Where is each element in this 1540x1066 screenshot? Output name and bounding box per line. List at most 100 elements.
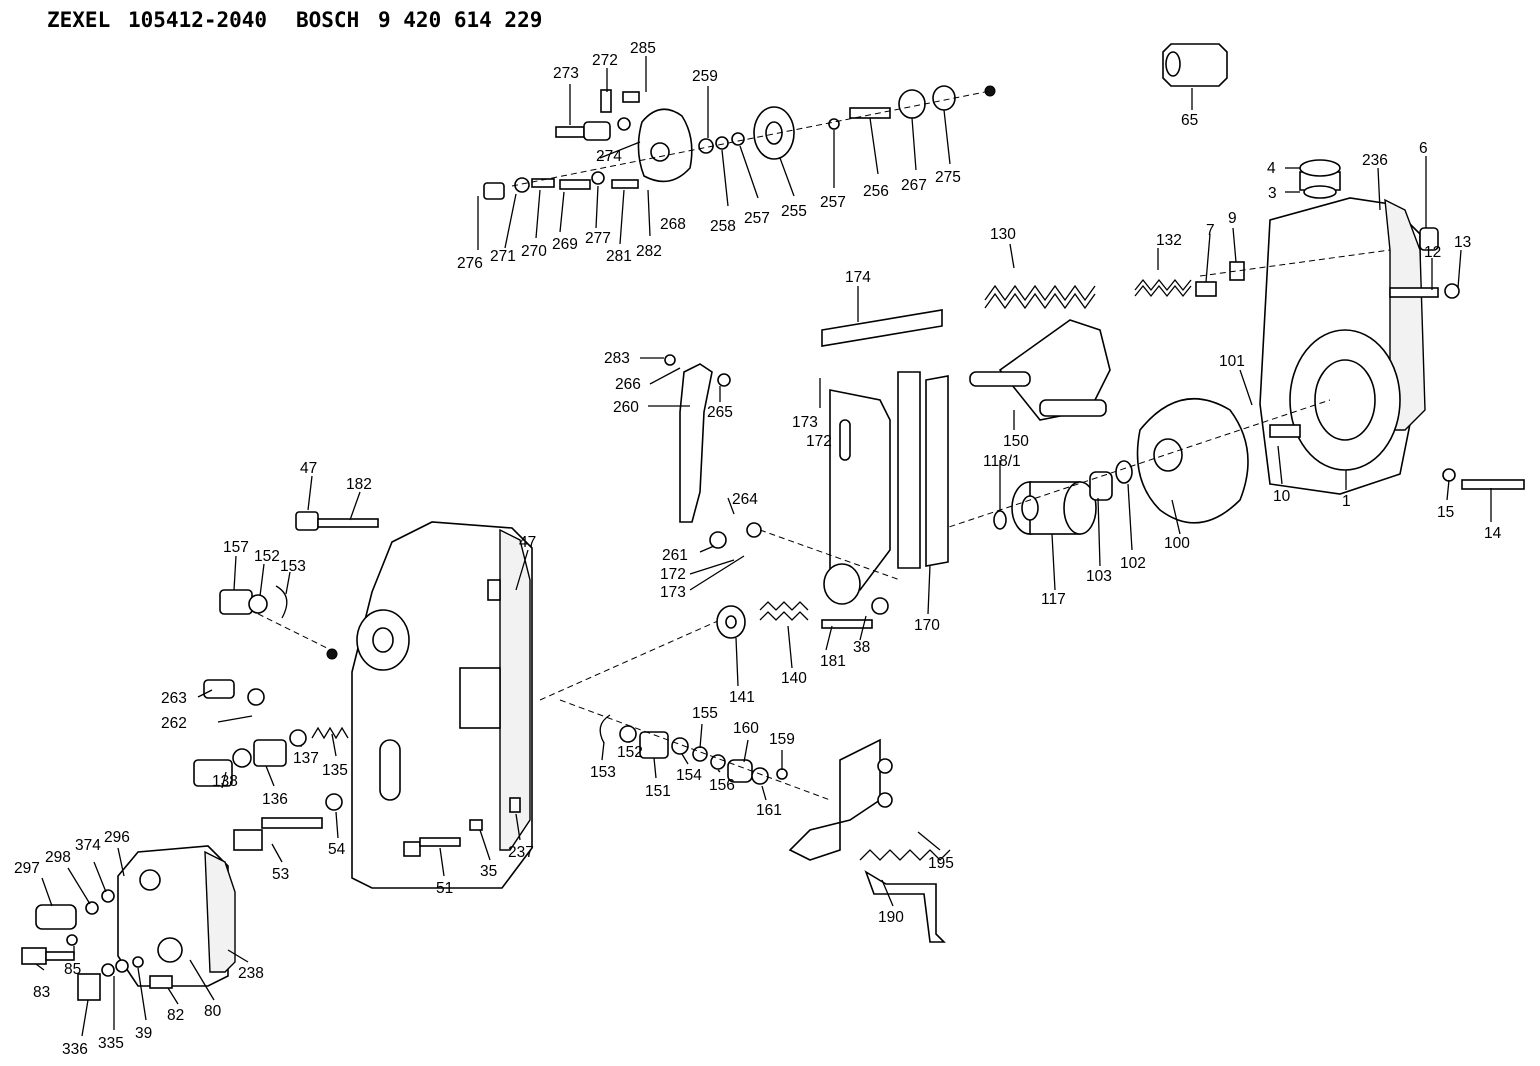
callout-156: 156 <box>709 777 735 794</box>
part-drawings <box>21 43 1525 1001</box>
header-brand-bosch: BOSCH <box>296 8 360 32</box>
callout-266: 266 <box>615 376 641 393</box>
callout-172-b: 172 <box>660 566 686 583</box>
callout-261: 261 <box>662 547 688 564</box>
callout-159: 159 <box>769 731 795 748</box>
callout-258: 258 <box>710 218 736 235</box>
callout-102: 102 <box>1120 555 1146 572</box>
left-fittings <box>193 511 521 857</box>
header-brand-zexel: ZEXEL <box>47 8 111 32</box>
callout-47: 47 <box>300 460 317 477</box>
springs-upper <box>984 249 1391 310</box>
callout-9: 9 <box>1228 210 1237 227</box>
callout-35: 35 <box>480 863 497 880</box>
callout-130: 130 <box>990 226 1016 243</box>
callout-173: 173 <box>792 414 818 431</box>
callout-85: 85 <box>64 961 81 978</box>
callout-13: 13 <box>1454 234 1471 251</box>
callout-276: 276 <box>457 255 483 272</box>
center-housing <box>229 521 721 889</box>
callout-277: 277 <box>585 230 611 247</box>
callout-173-b: 173 <box>660 584 686 601</box>
lever-assembly-170 <box>821 309 949 605</box>
callout-65: 65 <box>1181 112 1198 129</box>
spring-assembly-140 <box>716 597 889 639</box>
callout-141: 141 <box>729 689 755 706</box>
callout-374: 374 <box>75 837 101 854</box>
nut-65 <box>1162 43 1228 87</box>
callout-leaders <box>35 56 1492 1037</box>
callout-182: 182 <box>346 476 372 493</box>
callout-257-b: 257 <box>820 194 846 211</box>
callout-4: 4 <box>1267 160 1276 177</box>
callout-117: 117 <box>1041 591 1066 608</box>
callout-152-b: 152 <box>617 744 643 761</box>
callout-264: 264 <box>732 491 758 508</box>
callout-259: 259 <box>692 68 718 85</box>
flyweight-100 <box>1136 397 1249 524</box>
callout-260: 260 <box>613 399 639 416</box>
callout-262: 262 <box>161 715 187 732</box>
callout-255: 255 <box>781 203 807 220</box>
callout-153-b: 153 <box>590 764 616 781</box>
callout-132: 132 <box>1156 232 1182 249</box>
callout-195: 195 <box>928 855 954 872</box>
callout-153: 153 <box>280 558 306 575</box>
callout-labels: 273 272 285 259 274 276 271 270 269 277 … <box>14 40 1502 1058</box>
callout-336: 336 <box>62 1041 88 1058</box>
callout-272: 272 <box>592 52 618 69</box>
callout-283: 283 <box>604 350 630 367</box>
callout-271: 271 <box>490 248 516 265</box>
adjusting-assembly-top <box>483 85 996 200</box>
callout-155: 155 <box>692 705 718 722</box>
callout-10: 10 <box>1273 488 1291 505</box>
callout-82: 82 <box>167 1007 184 1024</box>
callout-157: 157 <box>223 539 249 556</box>
callout-269: 269 <box>552 236 578 253</box>
callout-137: 137 <box>293 750 319 767</box>
callout-256: 256 <box>863 183 889 200</box>
callout-12: 12 <box>1424 244 1441 261</box>
callout-190: 190 <box>878 909 904 926</box>
callout-83: 83 <box>33 984 50 1001</box>
callout-3: 3 <box>1268 185 1277 202</box>
callout-136: 136 <box>262 791 288 808</box>
bracket-190 <box>788 738 951 943</box>
sleeve-117-assembly <box>939 399 1331 535</box>
callout-273: 273 <box>553 65 579 82</box>
callout-15: 15 <box>1437 504 1454 521</box>
callout-238: 238 <box>238 965 264 982</box>
callout-39: 39 <box>135 1025 152 1042</box>
callout-101: 101 <box>1219 353 1245 370</box>
callout-7: 7 <box>1206 222 1215 239</box>
callout-80: 80 <box>204 1003 222 1020</box>
lower-left-cover <box>21 845 236 1001</box>
callout-285: 285 <box>630 40 656 57</box>
callout-274: 274 <box>596 148 622 165</box>
callout-237: 237 <box>508 844 534 861</box>
callout-6: 6 <box>1419 140 1428 157</box>
callout-160: 160 <box>733 720 759 737</box>
lever-260 <box>664 354 901 581</box>
callout-270: 270 <box>521 243 547 260</box>
header-bosch-part-number: 9 420 614 229 <box>378 8 543 32</box>
callout-236: 236 <box>1362 152 1388 169</box>
callout-257: 257 <box>744 210 770 227</box>
callout-265: 265 <box>707 404 733 421</box>
callout-51: 51 <box>436 880 453 897</box>
callout-118-1: 118/1 <box>983 453 1021 470</box>
callout-53: 53 <box>272 866 289 883</box>
callout-297: 297 <box>14 860 40 877</box>
callout-47-b: 47 <box>519 534 536 551</box>
callout-267: 267 <box>901 177 927 194</box>
callout-170: 170 <box>914 617 940 634</box>
header-zexel-part-number: 105412-2040 <box>128 8 268 32</box>
callout-140: 140 <box>781 670 807 687</box>
callout-335: 335 <box>98 1035 124 1052</box>
callout-138: 138 <box>212 773 238 790</box>
callout-268: 268 <box>660 216 686 233</box>
parts-row-151 <box>559 699 831 801</box>
lever-150 <box>969 319 1111 421</box>
